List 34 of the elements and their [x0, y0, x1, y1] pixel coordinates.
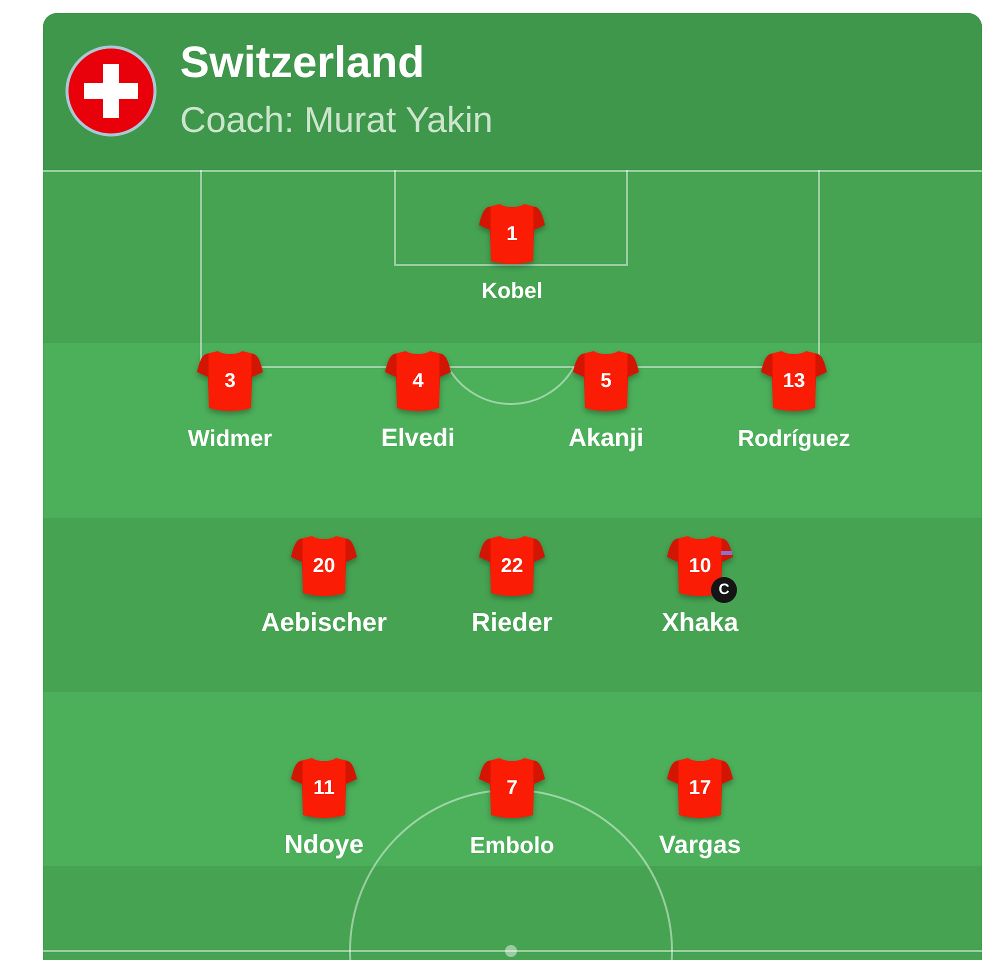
player-name: Rieder: [472, 608, 552, 638]
player-name: Ndoye: [284, 830, 364, 860]
jersey-number: 4: [412, 369, 424, 393]
player-name: Vargas: [659, 830, 741, 860]
jersey-number: 10: [688, 554, 712, 578]
jersey: [573, 350, 639, 412]
player-name: Kobel: [481, 278, 543, 304]
player-name: Xhaka: [662, 608, 738, 638]
jersey-number: 13: [782, 369, 806, 393]
jersey: [479, 757, 545, 819]
player-name: Elvedi: [381, 424, 455, 452]
jersey: [761, 350, 827, 412]
jersey: [479, 203, 545, 265]
player-name: Aebischer: [261, 608, 387, 638]
jersey: [291, 535, 357, 597]
team-name: Switzerland: [180, 38, 424, 88]
player-name: Akanji: [568, 424, 644, 452]
player-name: Embolo: [470, 832, 554, 858]
coach-name: Coach: Murat Yakin: [180, 99, 493, 141]
player-name: Rodríguez: [738, 424, 850, 452]
jersey: [291, 757, 357, 819]
jersey-number: 20: [312, 554, 336, 578]
jersey-number: 22: [500, 554, 524, 578]
jersey-number: 11: [313, 776, 335, 800]
player-name: Widmer: [188, 424, 272, 452]
jersey: [479, 535, 545, 597]
jersey: [667, 757, 733, 819]
jersey-number: 3: [224, 369, 236, 393]
jersey-number: 1: [506, 222, 518, 246]
jersey: [197, 350, 263, 412]
jersey-number: 5: [600, 369, 612, 393]
jersey: [385, 350, 451, 412]
jersey-number: 7: [506, 776, 518, 800]
jersey-number: 17: [688, 776, 712, 800]
